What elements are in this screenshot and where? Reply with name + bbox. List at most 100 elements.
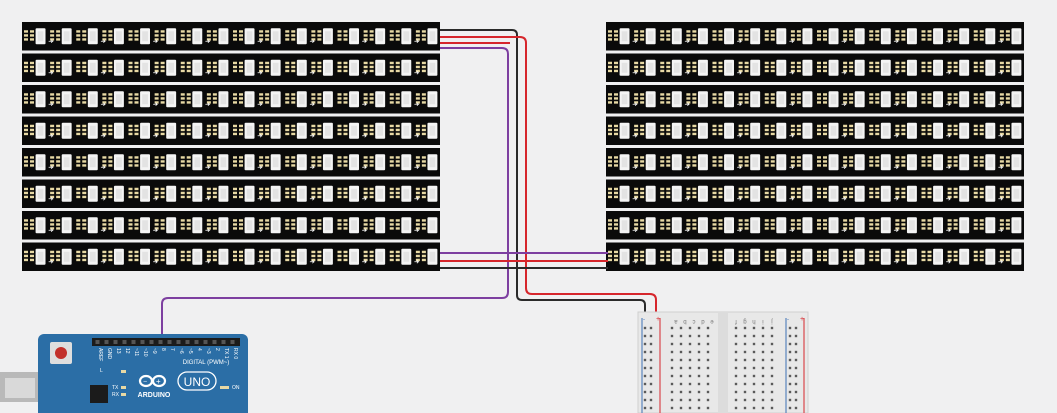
led-strip[interactable]	[22, 116, 440, 146]
led-pixel[interactable]	[684, 154, 708, 171]
led-pixel[interactable]	[789, 217, 813, 234]
led-strip[interactable]	[606, 148, 1024, 177]
led-pixel[interactable]	[841, 59, 865, 76]
led-pixel[interactable]	[817, 217, 839, 234]
led-pixel[interactable]	[24, 248, 46, 265]
led-pixel[interactable]	[362, 185, 386, 202]
led-pixel[interactable]	[998, 185, 1022, 202]
led-pixel[interactable]	[946, 59, 970, 76]
led-pixel[interactable]	[764, 217, 787, 234]
header-pin[interactable]	[131, 340, 136, 344]
led-pixel[interactable]	[764, 28, 787, 45]
led-pixel[interactable]	[921, 91, 944, 108]
led-strip[interactable]	[22, 148, 440, 177]
led-pixel[interactable]	[817, 122, 839, 139]
led-pixel[interactable]	[893, 154, 917, 171]
led-pixel[interactable]	[921, 28, 944, 45]
led-pixel[interactable]	[789, 28, 813, 45]
led-pixel[interactable]	[76, 28, 98, 45]
led-pixel[interactable]	[712, 185, 735, 202]
led-pixel[interactable]	[893, 28, 917, 45]
led-pixel[interactable]	[24, 28, 46, 45]
led-strip[interactable]	[606, 211, 1024, 240]
led-pixel[interactable]	[285, 248, 307, 265]
led-pixel[interactable]	[712, 217, 735, 234]
led-pixel[interactable]	[817, 59, 839, 76]
led-pixel[interactable]	[153, 122, 177, 139]
led-pixel[interactable]	[205, 91, 229, 108]
led-pixel[interactable]	[712, 28, 735, 45]
led-pixel[interactable]	[817, 154, 839, 171]
led-pixel[interactable]	[309, 28, 333, 45]
led-pixel[interactable]	[921, 217, 944, 234]
led-pixel[interactable]	[205, 59, 229, 76]
led-pixel[interactable]	[100, 154, 124, 171]
led-pixel[interactable]	[608, 154, 630, 171]
led-pixel[interactable]	[180, 185, 203, 202]
led-pixel[interactable]	[180, 154, 203, 171]
led-pixel[interactable]	[946, 154, 970, 171]
led-pixel[interactable]	[764, 248, 787, 265]
header-pin[interactable]	[185, 340, 190, 344]
led-pixel[interactable]	[869, 28, 891, 45]
led-pixel[interactable]	[414, 185, 438, 202]
led-pixel[interactable]	[841, 122, 865, 139]
led-strip[interactable]	[22, 22, 440, 51]
led-pixel[interactable]	[737, 185, 761, 202]
led-pixel[interactable]	[893, 217, 917, 234]
led-pixel[interactable]	[998, 217, 1022, 234]
led-pixel[interactable]	[76, 122, 98, 139]
led-pixel[interactable]	[608, 91, 630, 108]
led-pixel[interactable]	[998, 122, 1022, 139]
led-pixel[interactable]	[632, 185, 656, 202]
led-pixel[interactable]	[737, 28, 761, 45]
led-pixel[interactable]	[973, 122, 996, 139]
led-pixel[interactable]	[998, 28, 1022, 45]
led-pixel[interactable]	[128, 28, 151, 45]
led-pixel[interactable]	[632, 248, 656, 265]
header-pin[interactable]	[122, 340, 127, 344]
led-pixel[interactable]	[608, 59, 630, 76]
led-pixel[interactable]	[389, 28, 412, 45]
led-pixel[interactable]	[24, 185, 46, 202]
led-matrix-left[interactable]	[22, 22, 440, 271]
led-pixel[interactable]	[337, 185, 360, 202]
led-pixel[interactable]	[973, 59, 996, 76]
led-pixel[interactable]	[362, 217, 386, 234]
led-pixel[interactable]	[893, 91, 917, 108]
led-pixel[interactable]	[48, 122, 72, 139]
led-pixel[interactable]	[789, 154, 813, 171]
led-pixel[interactable]	[257, 28, 281, 45]
led-pixel[interactable]	[998, 59, 1022, 76]
led-pixel[interactable]	[153, 91, 177, 108]
led-pixel[interactable]	[153, 154, 177, 171]
led-pixel[interactable]	[684, 248, 708, 265]
led-pixel[interactable]	[737, 122, 761, 139]
led-pixel[interactable]	[48, 185, 72, 202]
led-pixel[interactable]	[76, 154, 98, 171]
led-pixel[interactable]	[309, 59, 333, 76]
led-pixel[interactable]	[764, 91, 787, 108]
led-pixel[interactable]	[48, 91, 72, 108]
led-pixel[interactable]	[233, 217, 255, 234]
led-strip[interactable]	[606, 116, 1024, 146]
led-strip[interactable]	[22, 211, 440, 240]
led-pixel[interactable]	[76, 91, 98, 108]
led-pixel[interactable]	[205, 248, 229, 265]
led-pixel[interactable]	[737, 91, 761, 108]
led-pixel[interactable]	[998, 248, 1022, 265]
led-pixel[interactable]	[100, 28, 124, 45]
led-pixel[interactable]	[205, 185, 229, 202]
led-pixel[interactable]	[869, 217, 891, 234]
led-pixel[interactable]	[632, 59, 656, 76]
led-pixel[interactable]	[257, 154, 281, 171]
led-pixel[interactable]	[100, 122, 124, 139]
led-pixel[interactable]	[389, 154, 412, 171]
header-pin[interactable]	[158, 340, 163, 344]
led-pixel[interactable]	[153, 248, 177, 265]
led-pixel[interactable]	[946, 248, 970, 265]
led-pixel[interactable]	[632, 122, 656, 139]
led-pixel[interactable]	[233, 248, 255, 265]
led-pixel[interactable]	[973, 185, 996, 202]
